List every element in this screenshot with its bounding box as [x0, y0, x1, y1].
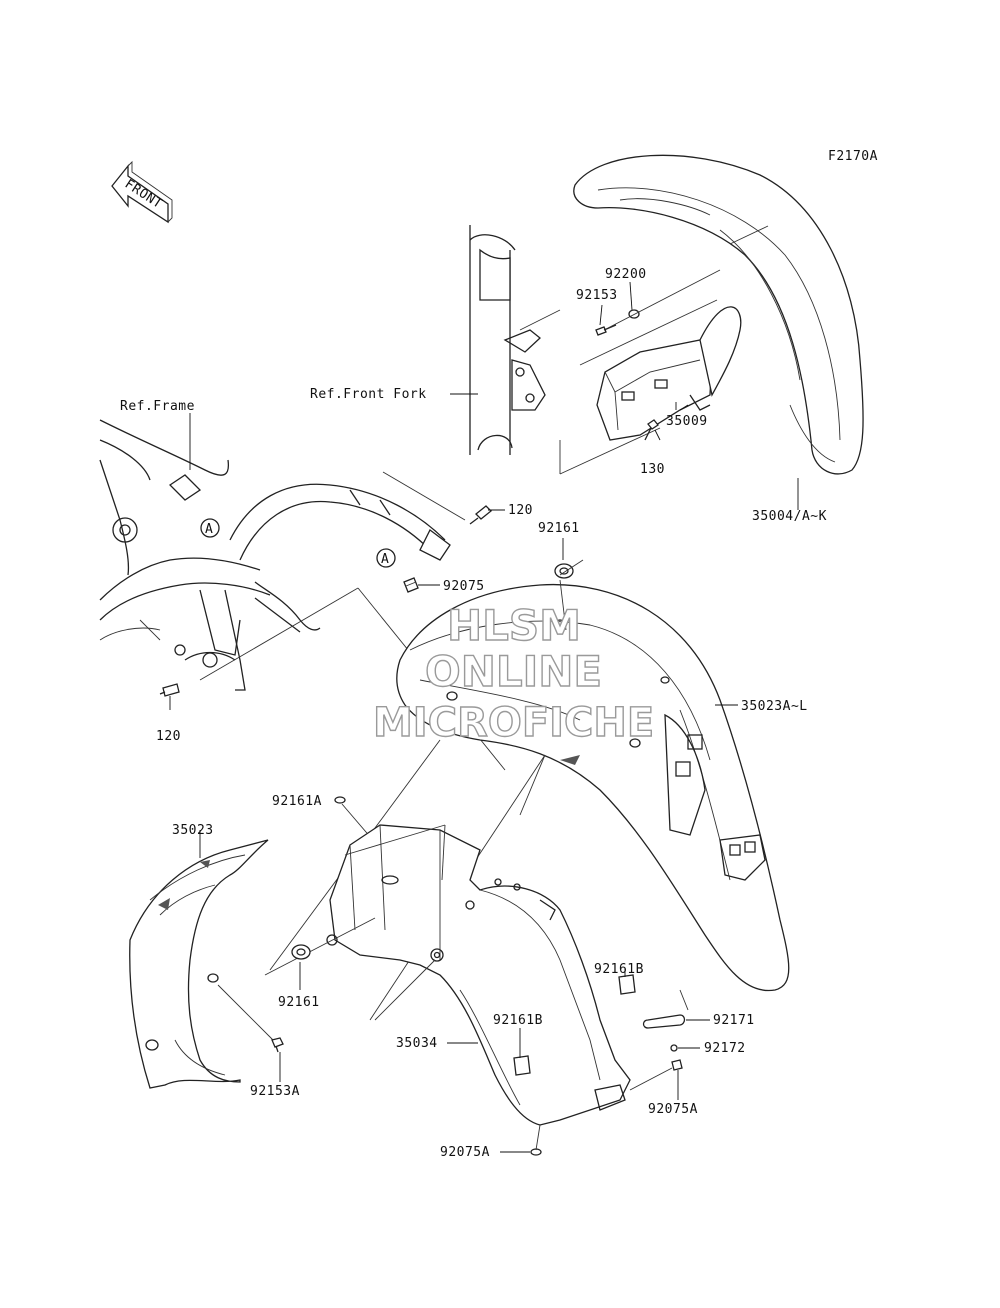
front-fender-35004[interactable]: [573, 154, 864, 475]
part-label-120-top: 120: [508, 503, 533, 518]
svg-text:A: A: [381, 552, 389, 567]
part-label-92161-mid: 92161: [278, 995, 320, 1010]
watermark: HLSM ONLINE MICROFICHE: [372, 600, 655, 746]
svg-text:MICROFICHE: MICROFICHE: [373, 700, 654, 746]
part-label-35023: 35023: [172, 823, 214, 838]
callout-a-frame: A: [200, 518, 220, 538]
grommet-92075[interactable]: [403, 577, 419, 593]
bolt-130[interactable]: [644, 419, 659, 441]
screw-92172[interactable]: [670, 1044, 678, 1052]
svg-text:A: A: [205, 522, 213, 537]
part-label-35004: 35004/A~K: [752, 509, 827, 524]
diagram-code: F2170A: [828, 149, 878, 164]
part-label-92161b-left: 92161B: [493, 1013, 543, 1028]
svg-text:HLSM: HLSM: [447, 601, 581, 650]
part-label-92161b-right: 92161B: [594, 962, 644, 977]
front-fender-35023a[interactable]: [396, 583, 790, 992]
bolt-120-bottom[interactable]: [159, 683, 180, 697]
bolt-120-top[interactable]: [469, 505, 492, 525]
part-label-92200: 92200: [605, 267, 647, 282]
part-label-92075: 92075: [443, 579, 485, 594]
svg-text:ONLINE: ONLINE: [425, 647, 602, 696]
part-label-92153a: 92153A: [250, 1084, 300, 1099]
part-label-92172: 92172: [704, 1041, 746, 1056]
part-label-120-bottom: 120: [156, 729, 181, 744]
ref-front-fork-label: Ref.Front Fork: [310, 387, 427, 402]
pad-92161b-left[interactable]: [513, 1055, 531, 1076]
pad-92161a[interactable]: [334, 796, 346, 804]
part-label-92075a-bottom: 92075A: [440, 1145, 490, 1160]
washer-92161-mid[interactable]: [291, 944, 311, 960]
part-label-92075a-right: 92075A: [648, 1102, 698, 1117]
grommet-92075a-right[interactable]: [671, 1059, 683, 1071]
fender-cover-35023[interactable]: [129, 839, 269, 1089]
callout-a-fender: A: [376, 548, 396, 568]
part-label-35023a: 35023A~L: [741, 699, 808, 714]
clamp-92171[interactable]: [642, 1014, 686, 1029]
part-label-92161a: 92161A: [272, 794, 322, 809]
ref-frame-label: Ref.Frame: [120, 399, 195, 414]
washer-92161-top[interactable]: [554, 563, 574, 579]
pad-92161b-right[interactable]: [618, 974, 636, 995]
part-label-35009: 35009: [666, 414, 708, 429]
front-arrow-icon: FRONT: [111, 160, 173, 224]
bolt-92153a[interactable]: [271, 1037, 284, 1053]
part-label-92153: 92153: [576, 288, 618, 303]
part-label-130: 130: [640, 462, 665, 477]
fender-bracket-35009[interactable]: [596, 306, 742, 441]
frame[interactable]: [99, 419, 451, 691]
part-label-92171: 92171: [713, 1013, 755, 1028]
front-fork[interactable]: [469, 225, 561, 455]
part-label-35034: 35034: [396, 1036, 438, 1051]
bolt-92153[interactable]: [595, 324, 617, 336]
inner-fender-35034[interactable]: [326, 824, 631, 1126]
part-label-92161-top: 92161: [538, 521, 580, 536]
leader-lines: [169, 281, 799, 1153]
